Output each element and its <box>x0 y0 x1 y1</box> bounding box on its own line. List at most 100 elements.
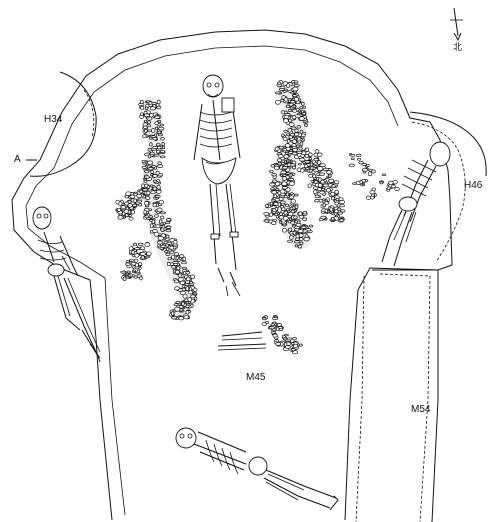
bone-fragment <box>149 219 154 222</box>
bone-fragment <box>295 222 302 228</box>
bone-fragment <box>276 323 282 327</box>
bone-fragment <box>144 175 150 179</box>
skeleton-top-center <box>193 74 241 297</box>
bone-fragment <box>144 242 150 247</box>
pit-boundary-h34-dashed <box>83 89 95 139</box>
bone-fragment <box>274 188 280 191</box>
bone-fragment <box>262 317 267 321</box>
bone-fragment <box>294 220 299 224</box>
bone-fragment <box>392 179 398 185</box>
bone-fragment <box>281 133 285 137</box>
bone-fragment <box>179 280 186 285</box>
bone-fragment <box>307 183 312 188</box>
bone-fragment <box>139 189 144 194</box>
bone-fragment <box>293 96 299 102</box>
bone-fragment <box>288 178 295 181</box>
bone-fragment <box>145 190 151 196</box>
bone-fragment <box>280 205 284 209</box>
bone-fragment <box>313 158 319 162</box>
bone-fragment <box>166 225 172 229</box>
bone-fragment <box>128 246 134 251</box>
bone-fragment <box>146 124 152 128</box>
bone-fragment <box>155 170 160 176</box>
bone-fragment <box>292 230 297 235</box>
bone-fragment <box>282 176 287 181</box>
bone-fragment <box>171 316 178 320</box>
bone-fragment <box>157 236 164 241</box>
bone-fragment <box>158 126 165 131</box>
bone-fragment <box>283 97 289 102</box>
bone-fragment <box>300 168 305 173</box>
bone-fragment <box>269 182 276 187</box>
bone-fragment <box>186 276 191 282</box>
bone-fragment <box>288 151 294 154</box>
bone-fragment <box>305 147 310 152</box>
bone-fragment <box>350 157 355 160</box>
bone-fragment <box>189 281 193 285</box>
bone-fragment <box>298 233 304 238</box>
bone-fragment <box>155 224 161 229</box>
bone-fragment <box>174 306 181 312</box>
bone-fragment <box>146 120 151 124</box>
bone-fragment <box>274 99 281 105</box>
bone-fragment <box>299 241 304 245</box>
bone-fragment <box>308 157 313 161</box>
bone-fragment <box>157 133 163 137</box>
bone-fragment <box>156 184 161 190</box>
bone-fragment <box>261 322 267 326</box>
bone-fragment <box>164 250 169 253</box>
bone-fragment <box>390 184 396 189</box>
bone-fragment <box>289 192 294 195</box>
bone-fragment <box>322 203 326 208</box>
bone-fragment <box>288 227 293 232</box>
bone-fragment <box>336 207 342 211</box>
bone-scatter-center <box>263 79 346 249</box>
bone-fragment <box>264 204 270 208</box>
bone-fragment <box>305 167 310 170</box>
bone-fragment <box>143 113 150 118</box>
bone-fragment <box>144 255 151 259</box>
bone-fragment <box>273 194 278 199</box>
bone-fragment <box>278 88 285 91</box>
bone-fragment <box>143 128 148 133</box>
bone-fragment <box>185 304 190 309</box>
bone-fragment <box>145 196 151 200</box>
bone-fragment <box>145 134 150 138</box>
bone-fragment <box>143 179 148 183</box>
bone-fragment <box>156 145 162 150</box>
bone-fragment <box>308 224 314 228</box>
bone-fragment <box>314 194 320 199</box>
bone-fragment <box>348 163 355 168</box>
bone-fragment <box>177 288 183 292</box>
bone-fragment <box>285 203 289 208</box>
bone-fragment <box>182 293 188 299</box>
bone-fragment <box>181 301 185 307</box>
bone-fragment <box>187 297 193 302</box>
bone-scatter-left <box>115 97 198 321</box>
bone-fragment <box>143 119 148 123</box>
bone-fragment <box>285 345 291 349</box>
bone-fragment <box>284 143 291 148</box>
bone-fragment <box>169 245 174 250</box>
bone-fragment <box>166 241 173 245</box>
bone-fragment <box>316 187 322 192</box>
bone-fragment <box>165 234 170 239</box>
bone-fragment <box>168 250 175 254</box>
bone-fragment <box>152 174 158 178</box>
bone-fragment <box>371 187 376 192</box>
bone-fragment <box>291 115 297 120</box>
bone-fragment <box>292 104 296 109</box>
bone-fragment <box>136 199 143 203</box>
pit-outline-m45 <box>11 29 453 521</box>
bone-fragment <box>366 163 370 168</box>
bone-fragment <box>275 342 282 346</box>
bone-fragment <box>130 209 136 215</box>
bone-fragment <box>349 154 356 157</box>
bone-fragment <box>277 162 283 166</box>
bone-fragment <box>139 99 144 105</box>
bone-fragment <box>302 112 306 116</box>
bone-fragment <box>296 125 301 129</box>
bone-fragment <box>280 210 285 214</box>
bone-fragment <box>158 199 164 205</box>
bone-fragment <box>297 229 304 233</box>
